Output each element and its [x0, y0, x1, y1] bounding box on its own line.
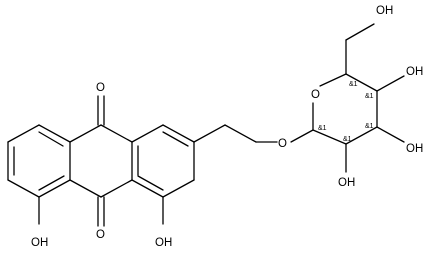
atom-labels: O OH OH OH OH O O O OH OH: [31, 5, 423, 249]
c2-hydroxyl-label: OH: [338, 177, 355, 189]
stereo-label-c5: &1: [349, 81, 358, 88]
stereo-label-c3: &1: [365, 123, 374, 130]
c4-hydroxyl-label: OH: [406, 66, 423, 78]
stereo-label-c2: &1: [343, 136, 352, 143]
bond-lines: [7, 23, 405, 227]
stereo-labels: &1 &1 &1 &1 &1: [318, 81, 374, 143]
c3-hydroxyl-label: OH: [406, 143, 423, 155]
ring-oxygen-label: O: [311, 89, 320, 101]
right-hydroxyl-label: OH: [155, 237, 172, 249]
top-ketone-oxygen-label: O: [96, 82, 105, 94]
stereo-label-c4: &1: [365, 93, 374, 100]
glycosidic-oxygen-label: O: [278, 138, 287, 150]
bottom-ketone-oxygen-label: O: [96, 229, 105, 241]
hydroxymethyl-oh-label: OH: [376, 5, 393, 17]
stereo-label-c1: &1: [318, 125, 327, 132]
left-hydroxyl-label: OH: [31, 237, 48, 249]
